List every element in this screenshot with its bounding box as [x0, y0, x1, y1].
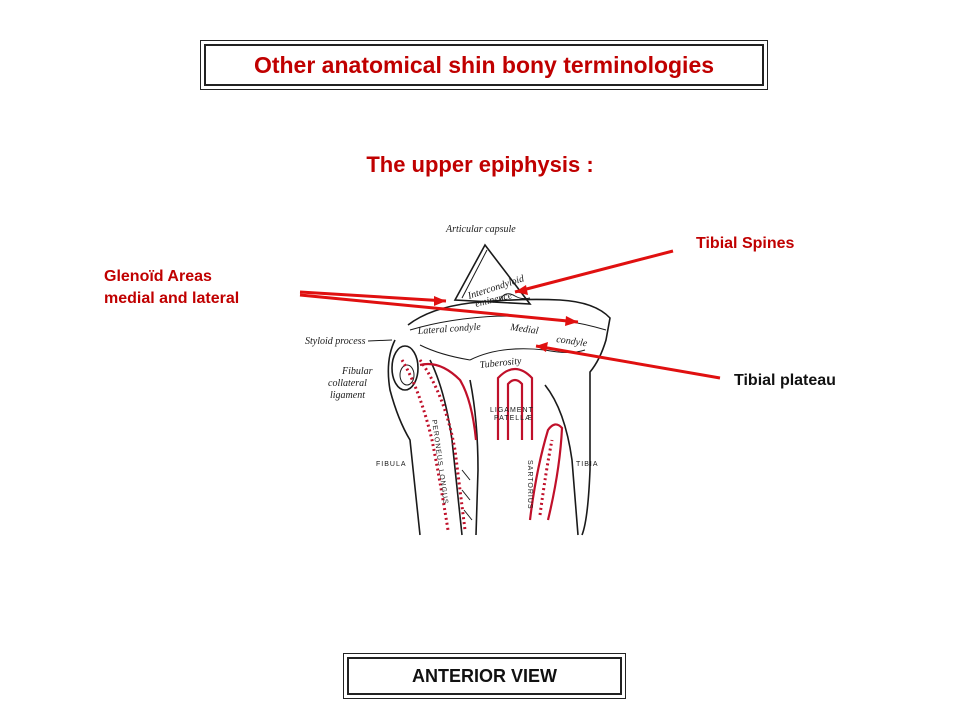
arrow-glenoid-medial — [299, 293, 579, 324]
label-condyle: condyle — [556, 334, 589, 349]
label-fibula: FIBULA — [376, 461, 407, 468]
label-tibial-plateau: Tibial plateau — [734, 372, 836, 389]
label-styloid-process: Styloid process — [305, 336, 366, 347]
label-peroneus-longus: PERONEUS LONGUS — [430, 419, 449, 505]
ligamentum-patellae-inner — [506, 378, 524, 440]
section-subtitle: The upper epiphysis : — [366, 152, 594, 177]
title-frame: Other anatomical shin bony terminologies — [200, 40, 768, 90]
capsule-hatch — [461, 249, 488, 299]
fibula-outline-left — [387, 339, 421, 536]
page-title: Other anatomical shin bony terminologies — [204, 44, 764, 86]
arrowhead-glenoid-medial — [565, 316, 578, 326]
fibular-head — [391, 345, 419, 391]
label-sartorius: SARTORIUS — [526, 460, 533, 510]
tibial-head-outline — [407, 298, 611, 536]
label-ligament-patellae-2: PATELLÆ — [494, 415, 533, 422]
arrowhead-tibial-plateau — [536, 342, 548, 352]
caption-frame: ANTERIOR VIEW — [343, 653, 626, 699]
ligamentum-patellae — [496, 367, 534, 440]
arrow-tibial-plateau — [535, 344, 721, 380]
intercondylar-eminence — [499, 293, 531, 301]
articular-capsule-outline — [453, 243, 532, 305]
fibular-head-facet — [399, 364, 415, 386]
plateau-edge — [409, 315, 607, 331]
label-fibular: Fibular — [341, 366, 373, 377]
tibia-shaft-left — [469, 379, 479, 536]
label-collateral: collateral — [328, 378, 367, 389]
label-glenoid-areas: Glenoïd Areas medial and lateral — [104, 266, 239, 310]
peroneus-longus-muscle — [400, 359, 450, 531]
lateral-contour — [419, 344, 471, 361]
label-lateral-condyle: Lateral condyle — [416, 322, 481, 337]
interosseous-hatching — [461, 469, 473, 521]
arrowhead-tibial-spines — [515, 285, 528, 295]
label-tibia: TIBIA — [576, 461, 599, 468]
arrow-tibial-spines — [514, 249, 674, 294]
sartorius-fibers — [538, 439, 554, 516]
label-articular-capsule: Articular capsule — [445, 224, 516, 235]
label-medial: Medial — [509, 322, 540, 337]
arrowhead-glenoid-lateral — [434, 296, 446, 306]
sartorius-muscle — [528, 423, 564, 521]
muscle-edge — [419, 362, 478, 441]
label-tibial-spines: Tibial Spines — [696, 235, 795, 252]
label-glenoid-line2: medial and lateral — [104, 290, 240, 307]
label-tuberosity: Tuberosity — [479, 356, 522, 371]
label-glenoid-line1: Glenoïd Areas — [104, 268, 212, 285]
label-ligament-patellae-1: LIGAMENT — [490, 407, 534, 414]
tibia-shaft-right — [544, 384, 579, 536]
view-caption: ANTERIOR VIEW — [347, 657, 622, 695]
styloid-leader-line — [367, 339, 393, 342]
peroneus-longus-muscle-2 — [418, 359, 467, 531]
label-ligament: ligament — [330, 390, 365, 401]
arrow-glenoid-lateral — [299, 290, 447, 303]
